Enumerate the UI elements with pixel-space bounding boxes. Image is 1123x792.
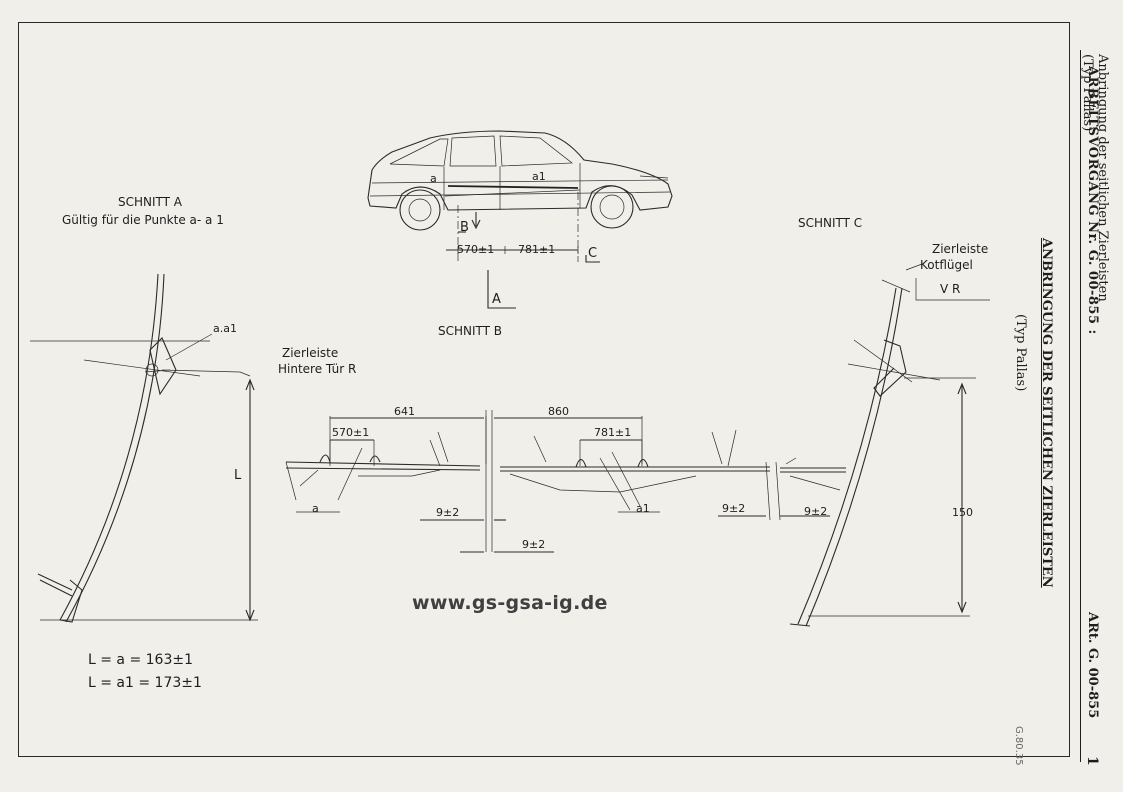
section-a-title: SCHNITT A (118, 195, 183, 209)
section-b-point-a1: a1 (636, 502, 650, 515)
section-c-drawing (789, 263, 990, 627)
section-a-subtitle: Gültig für die Punkte a- a 1 (62, 213, 224, 227)
section-c-title: SCHNITT C (798, 216, 863, 230)
rear-strip-label-1: Zierleiste (282, 346, 339, 360)
car-dim-781: 781±1 (518, 243, 556, 256)
operation-label: ARBEITSVORGANG Nr. G. 00-855 : (1085, 66, 1100, 335)
drawing-frame (18, 22, 1070, 757)
section-a-drawing (30, 273, 258, 623)
section-ref: ARt. G. 00-855 (1085, 612, 1100, 719)
rear-strip-label-2: Hintere Tür R (278, 362, 357, 376)
section-a-formula-2: L = a1 = 173±1 (88, 675, 202, 691)
section-b-gap-left: 9±2 (436, 506, 460, 519)
subtitle-type: (Typ Pallas) (1013, 314, 1028, 392)
section-c-strip-label-1: Zierleiste (932, 242, 989, 256)
watermark: www.gs-gsa-ig.de (412, 592, 608, 614)
section-b-title: SCHNITT B (438, 324, 503, 338)
footer-code: G.80.35 (1013, 726, 1024, 766)
section-a-dim-l: L (234, 468, 242, 483)
section-b-dim-860: 860 (548, 405, 569, 418)
page-number: 1 (1084, 756, 1100, 766)
section-c-strip-label-2: Kotflügel (920, 258, 973, 272)
car-marker-b: B (460, 220, 469, 235)
section-b-point-a: a (312, 502, 319, 515)
section-a-point-label: a.a1 (213, 322, 237, 335)
subtitle-main: ANBRINGUNG DER SEITLICHEN ZIERLEISTEN (1039, 238, 1054, 588)
section-a-formula-1: L = a = 163±1 (88, 652, 193, 668)
car-side-view (367, 130, 673, 309)
section-b-dim-570: 570±1 (332, 426, 370, 439)
section-c-side-label: V R (940, 282, 961, 296)
section-b-gap-right-2: 9±2 (804, 505, 828, 518)
header-rule (1080, 50, 1082, 762)
car-point-a: a (430, 172, 437, 185)
section-b-drawing (285, 410, 846, 553)
car-point-a1: a1 (532, 170, 546, 183)
section-b-gap-center: 9±2 (522, 538, 546, 551)
section-c-dim-150: 150 (952, 506, 973, 519)
section-b-gap-right-1: 9±2 (722, 502, 746, 515)
section-b-dim-641: 641 (394, 405, 415, 418)
car-marker-a: A (492, 292, 501, 307)
section-b-dim-781: 781±1 (594, 426, 632, 439)
car-dim-570: 570±1 (457, 243, 495, 256)
car-marker-c: C (588, 246, 598, 261)
